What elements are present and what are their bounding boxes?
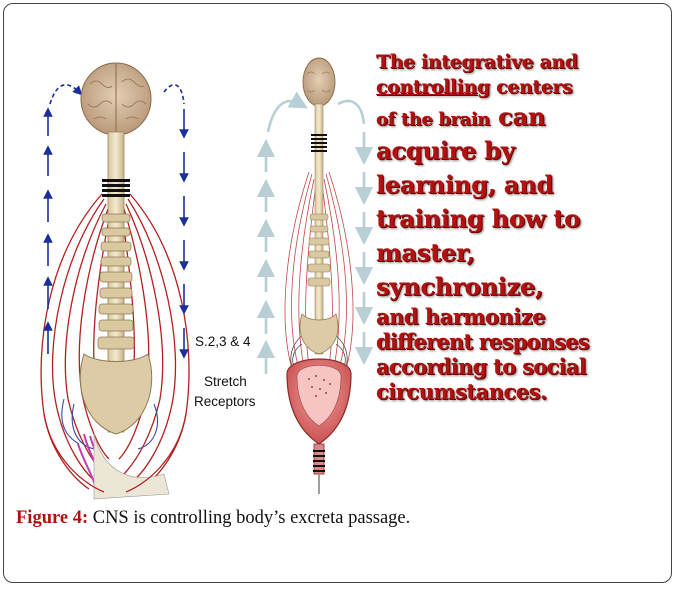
- right-spine-figure: [266, 58, 364, 494]
- left-ascending-arrows: [48, 85, 79, 354]
- statement-word: of the brain: [376, 109, 490, 130]
- statement-line: according to social: [376, 354, 672, 379]
- statement-line: The integrative and: [376, 50, 672, 75]
- statement-line: different responses: [376, 329, 672, 354]
- statement-text: The integrative and controlling centers …: [376, 50, 672, 404]
- left-spine-figure: [41, 63, 189, 499]
- receptors-label: Receptors: [194, 395, 256, 410]
- figure-illustration: S.2,3 & 4 Stretch Receptors The integrat…: [4, 4, 673, 504]
- statement-line: synchronize,: [376, 270, 672, 304]
- statement-line: and harmonize: [376, 304, 672, 329]
- figure-caption: Figure 4: CNS is controlling body’s excr…: [16, 508, 410, 529]
- statement-line: of the brain can: [376, 100, 672, 134]
- left-descending-arrows: [164, 85, 184, 354]
- segments-label: S.2,3 & 4: [195, 335, 251, 350]
- right-brain: [303, 58, 335, 106]
- statement-underlined-word: controlling: [376, 76, 490, 98]
- statement-line: controlling centers: [376, 75, 672, 100]
- stretch-label: Stretch: [204, 375, 247, 390]
- figure-frame: S.2,3 & 4 Stretch Receptors The integrat…: [3, 3, 672, 583]
- statement-line: learning, and: [376, 168, 672, 202]
- statement-word: centers: [490, 76, 572, 98]
- statement-word: can: [490, 102, 545, 131]
- right-ascending-arrows: [266, 101, 300, 374]
- statement-line: training how to: [376, 202, 672, 236]
- statement-line: acquire by: [376, 134, 672, 168]
- urethra: [314, 444, 324, 474]
- caption-label: Figure 4:: [16, 508, 88, 528]
- statement-line: circumstances.: [376, 379, 672, 404]
- statement-line: master,: [376, 236, 672, 270]
- caption-text: CNS is controlling body’s excreta passag…: [88, 508, 410, 528]
- right-descending-arrows: [338, 101, 364, 356]
